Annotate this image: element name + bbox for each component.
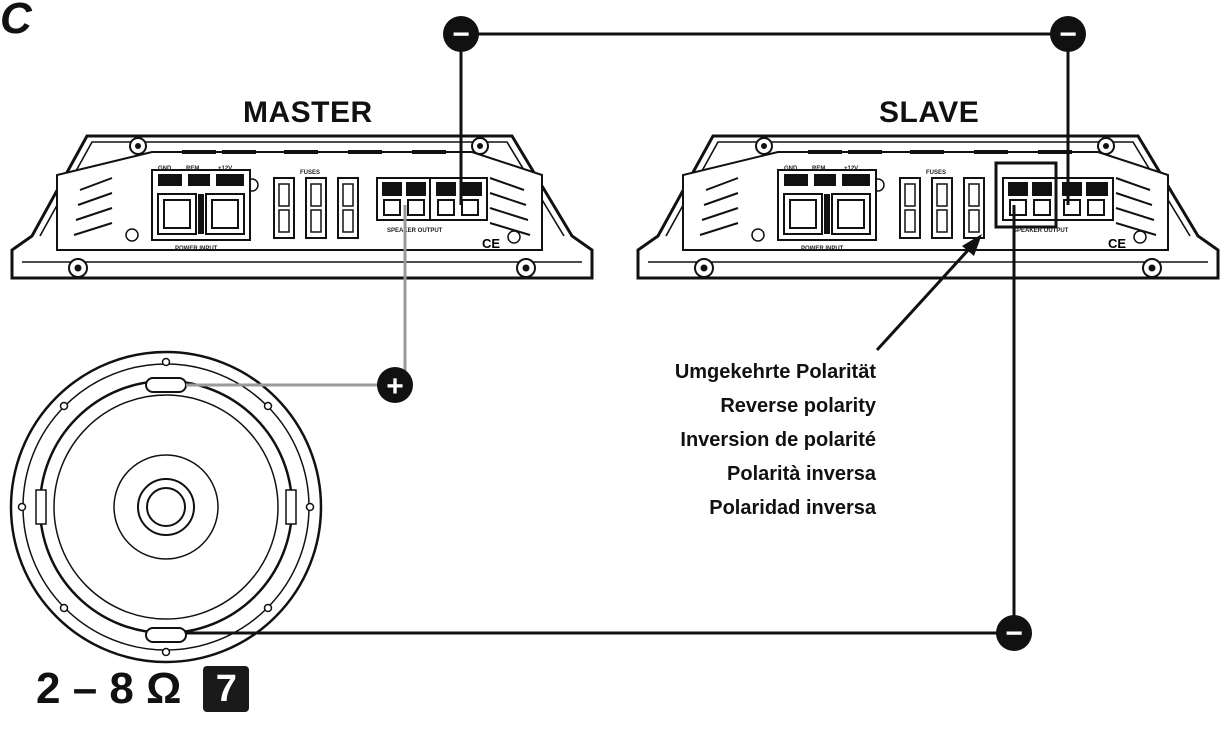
plus-marker-speaker: + xyxy=(377,367,413,403)
slave-gnd-label: GND xyxy=(784,166,798,172)
svg-text:−: − xyxy=(452,18,470,51)
note-line-fr: Inversion de polarité xyxy=(680,429,876,451)
slave-power-input-label: POWER INPUT xyxy=(801,246,844,252)
note-line-es: Polaridad inversa xyxy=(709,497,876,519)
note-line-it: Polarità inversa xyxy=(727,463,876,485)
note-line-en: Reverse polarity xyxy=(720,395,876,417)
speaker xyxy=(9,350,323,664)
svg-text:+: + xyxy=(386,370,404,403)
impedance-spec: 2 – 8 Ω 7 xyxy=(36,664,250,714)
polarity-arrowhead xyxy=(962,234,982,256)
master-amplifier: GND REM +12V FUSES POWER INPUT SPEAKER O… xyxy=(10,134,594,280)
slave-ce-mark: CE xyxy=(1108,236,1126,251)
master-ce-mark: CE xyxy=(482,236,500,251)
master-power-input-label: POWER INPUT xyxy=(175,246,218,252)
minus-marker-slave: − xyxy=(1050,16,1086,52)
slave-title: SLAVE xyxy=(879,96,980,129)
master-speaker-output-label: SPEAKER OUTPUT xyxy=(387,228,443,234)
polarity-markers: − − + − xyxy=(377,16,1086,651)
svg-text:−: − xyxy=(1005,617,1023,650)
master-fuses-label: FUSES xyxy=(300,170,320,176)
note-line-de: Umgekehrte Polarität xyxy=(674,361,876,383)
reverse-polarity-note: Umgekehrte Polarität Reverse polarity In… xyxy=(560,355,876,525)
minus-marker-speaker: − xyxy=(996,615,1032,651)
reversed-terminal-highlight xyxy=(994,161,1058,229)
slave-speaker-output-label: SPEAKER OUTPUT xyxy=(1013,228,1069,234)
minus-marker-master: − xyxy=(443,16,479,52)
svg-text:−: − xyxy=(1059,18,1077,51)
polarity-pointer xyxy=(875,246,972,352)
slave-rem-label: REM xyxy=(812,166,825,172)
slave-12v-label: +12V xyxy=(844,166,858,172)
figure-label: C xyxy=(0,0,32,43)
master-rem-label: REM xyxy=(186,166,199,172)
impedance-range: 2 – 8 Ω xyxy=(36,664,182,713)
master-gnd-label: GND xyxy=(158,166,172,172)
master-title: MASTER xyxy=(243,96,373,129)
slave-amplifier: GND REM +12V FUSES POWER INPUT SPEAKER O… xyxy=(636,134,1220,280)
slave-fuses-label: FUSES xyxy=(926,170,946,176)
master-12v-label: +12V xyxy=(218,166,232,172)
step-badge: 7 xyxy=(203,666,250,712)
